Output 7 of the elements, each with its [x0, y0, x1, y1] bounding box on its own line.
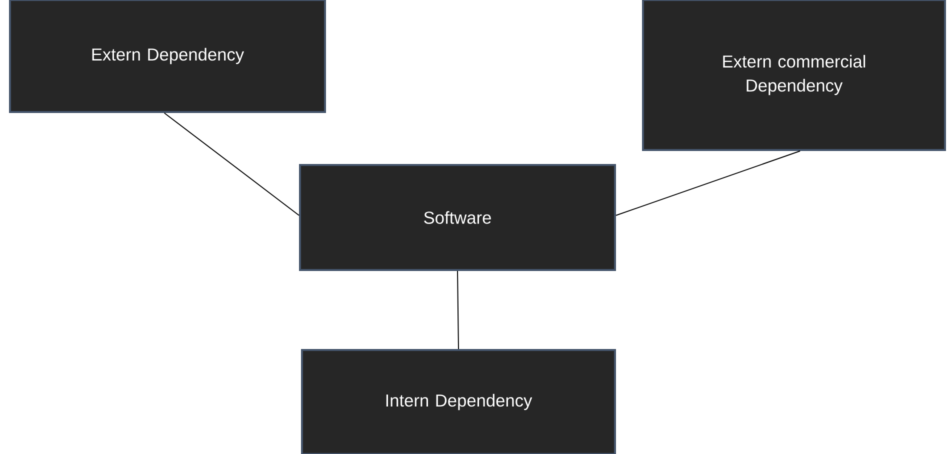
dependency-box: Extern Dependency	[9, 0, 326, 113]
connector-line	[164, 112, 300, 216]
connector-line	[457, 270, 459, 350]
connector-line	[616, 150, 801, 216]
dependency-box: Extern commercial Dependency	[642, 0, 946, 151]
dependency-box: Intern Dependency	[301, 349, 616, 454]
dependency-box: Software	[299, 164, 616, 271]
